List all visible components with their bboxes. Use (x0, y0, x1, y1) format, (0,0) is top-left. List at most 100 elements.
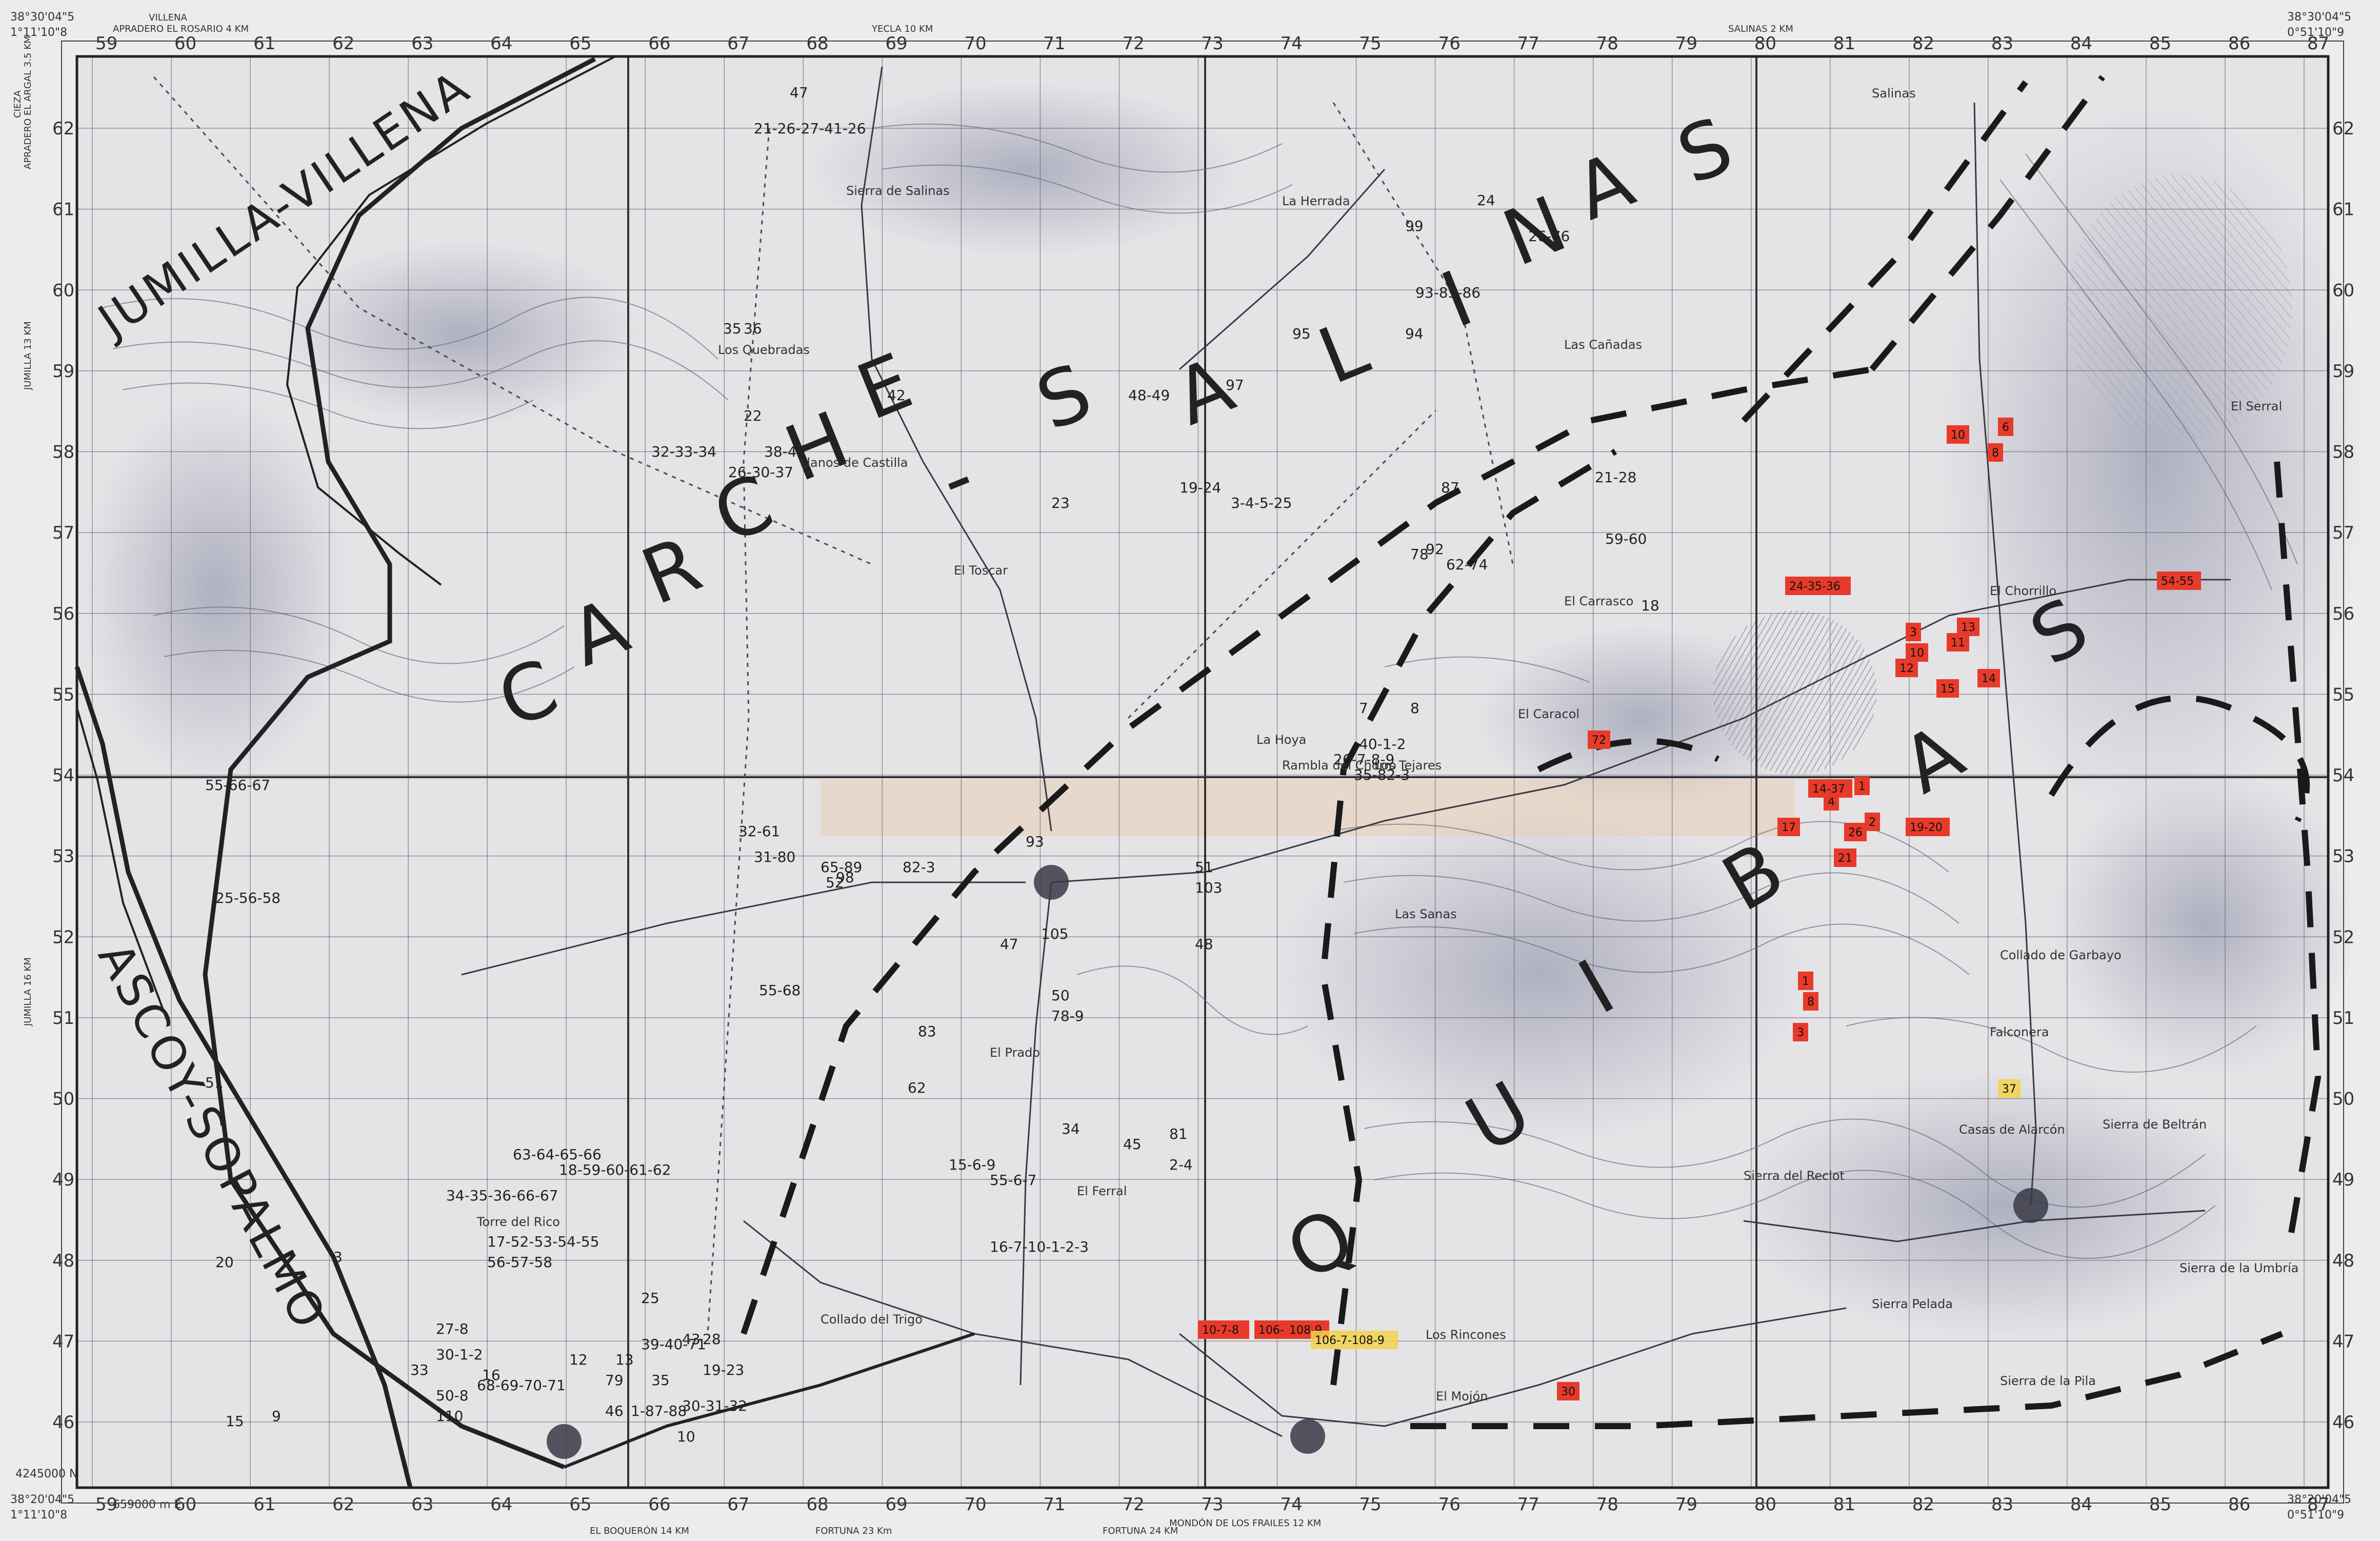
red-site-box (1977, 669, 2000, 687)
town-marker (1034, 865, 1069, 900)
place-name: Sierra del Reclot (1744, 1169, 1845, 1183)
grid-bottom-label: 59 (95, 1494, 117, 1515)
site-label: 103 (1195, 879, 1222, 896)
grid-left-label: 62 (52, 118, 74, 139)
grid-bottom-label: 87 (2307, 1494, 2329, 1515)
site-label: 15-6-9 (949, 1156, 995, 1173)
edge-label-top: APRADERO EL ROSARIO 4 KM (113, 24, 249, 34)
grid-bottom-label: 68 (806, 1494, 828, 1515)
corner-top-right-lon: 0°51'10"9 (2287, 26, 2344, 39)
edge-label-bottom: FORTUNA 24 KM (1103, 1526, 1178, 1536)
red-site-label: 21 (1838, 852, 1852, 865)
grid-top-label: 72 (1122, 33, 1144, 54)
neatline (75, 55, 2330, 1489)
place-name: Collado del Trigo (821, 1312, 923, 1327)
corner-bottom-right: 38°20'04"5 (2287, 1493, 2351, 1506)
red-site-box (1793, 1023, 1808, 1041)
red-site-box (1854, 777, 1870, 795)
zone-boundaries (741, 75, 2322, 1429)
site-label: 39-40-71 (641, 1336, 706, 1353)
grid-bottom-label: 69 (885, 1494, 907, 1515)
grid-top-label: 79 (1675, 33, 1697, 54)
site-label: 34-35-36-66-67 (446, 1187, 558, 1204)
red-site-box (1895, 659, 1918, 677)
red-site-box (1906, 818, 1950, 836)
place-name: Llanos de Castilla (800, 456, 908, 470)
place-name: El Serral (2231, 399, 2282, 413)
site-label: 46 (605, 1402, 624, 1419)
site-label: 95 (1292, 325, 1311, 342)
site-label: 105 (1041, 925, 1068, 942)
site-label: 78-9 (1051, 1007, 1084, 1024)
site-label: 55-6-7 (990, 1172, 1036, 1189)
site-label: 21-28 (1595, 469, 1636, 486)
grid-bottom-label: 81 (1833, 1494, 1855, 1515)
grid-top-label: 61 (253, 33, 275, 54)
site-label: 62 (908, 1079, 926, 1096)
grid-left-label: 57 (52, 523, 74, 543)
grid (77, 56, 2328, 1488)
grid-easting-label: 659000 m E (113, 1498, 181, 1511)
grid-bottom-label: 85 (2149, 1494, 2171, 1515)
site-label: 13 (615, 1351, 634, 1368)
red-site-box (1906, 623, 1921, 641)
site-label: 98 (836, 869, 854, 886)
place-name: Sierra Pelada (1872, 1297, 1953, 1311)
site-label: 87 (1441, 479, 1459, 496)
grid-left-label: 56 (52, 604, 74, 624)
site-label: 42 (887, 387, 906, 404)
red-site-label: 1 (1858, 780, 1866, 793)
place-name: El Ferral (1077, 1184, 1127, 1198)
grid-bottom-label: 86 (2228, 1494, 2250, 1515)
grid-left-label: 47 (52, 1331, 74, 1352)
red-site-box (1834, 848, 1856, 867)
site-label: 78 (1410, 546, 1429, 563)
red-site-box (1808, 779, 1852, 798)
red-site-label: 4 (1828, 796, 1835, 808)
site-label: 3-4-5-25 (1231, 495, 1292, 511)
red-site-box (1844, 823, 1867, 841)
red-site-label: 8 (1807, 996, 1814, 1009)
red-site-box (1936, 679, 1959, 698)
grid-left-label: 51 (52, 1008, 74, 1029)
site-label: 21-26-27-41-26 (754, 120, 866, 137)
red-site-box (1998, 418, 2013, 436)
grid-left-label: 55 (52, 684, 74, 705)
site-label: 83 (918, 1023, 936, 1040)
site-label: 62-74 (1446, 556, 1488, 573)
grid-bottom-label: 80 (1754, 1494, 1776, 1515)
site-label: 28 (703, 1331, 721, 1348)
grid-northing-label: 4245000 N (15, 1468, 77, 1480)
red-site-label: 17 (1782, 821, 1796, 834)
place-name: Sierra de la Pila (2000, 1374, 2096, 1388)
edge-label-top: VILLENA (149, 12, 188, 23)
grid-bottom-label: 73 (1201, 1494, 1223, 1515)
site-label: 32-33-34 (651, 443, 716, 460)
site-label: 97 (1226, 377, 1244, 393)
red-site-box (1798, 972, 1813, 990)
edge-label-top: SALINAS 2 KM (1728, 24, 1793, 34)
site-label: 36 (744, 320, 762, 337)
site-label: 56-57-58 (487, 1254, 552, 1271)
grid-top-label: 68 (806, 33, 828, 54)
grid-left-label: 58 (52, 442, 74, 463)
edge-label-left: CIEZA (12, 90, 23, 118)
place-name: Sierra de la Umbría (2179, 1261, 2298, 1275)
place-name: Torre del Rico (476, 1215, 560, 1229)
site-label: 1-87-88 (631, 1402, 687, 1419)
yellow-site-box (1998, 1079, 2021, 1098)
grid-bottom-label: 75 (1359, 1494, 1382, 1515)
grid-left-label: 61 (52, 200, 74, 220)
site-label: 2-4 (1169, 1156, 1193, 1173)
red-site-label: 10-7-8 (1202, 1324, 1239, 1337)
grid-top-label: 59 (95, 33, 117, 54)
secondary-roads (461, 66, 2231, 1437)
site-label: 40-1-2 (1359, 736, 1406, 753)
red-site-label: 54-55 (2161, 575, 2194, 588)
red-site-label: 3 (1797, 1026, 1804, 1039)
site-label: 33 (410, 1361, 429, 1378)
site-label: 19-24 (1179, 479, 1221, 496)
edge-label-bottom: EL BOQUERÓN 14 KM (590, 1525, 689, 1536)
